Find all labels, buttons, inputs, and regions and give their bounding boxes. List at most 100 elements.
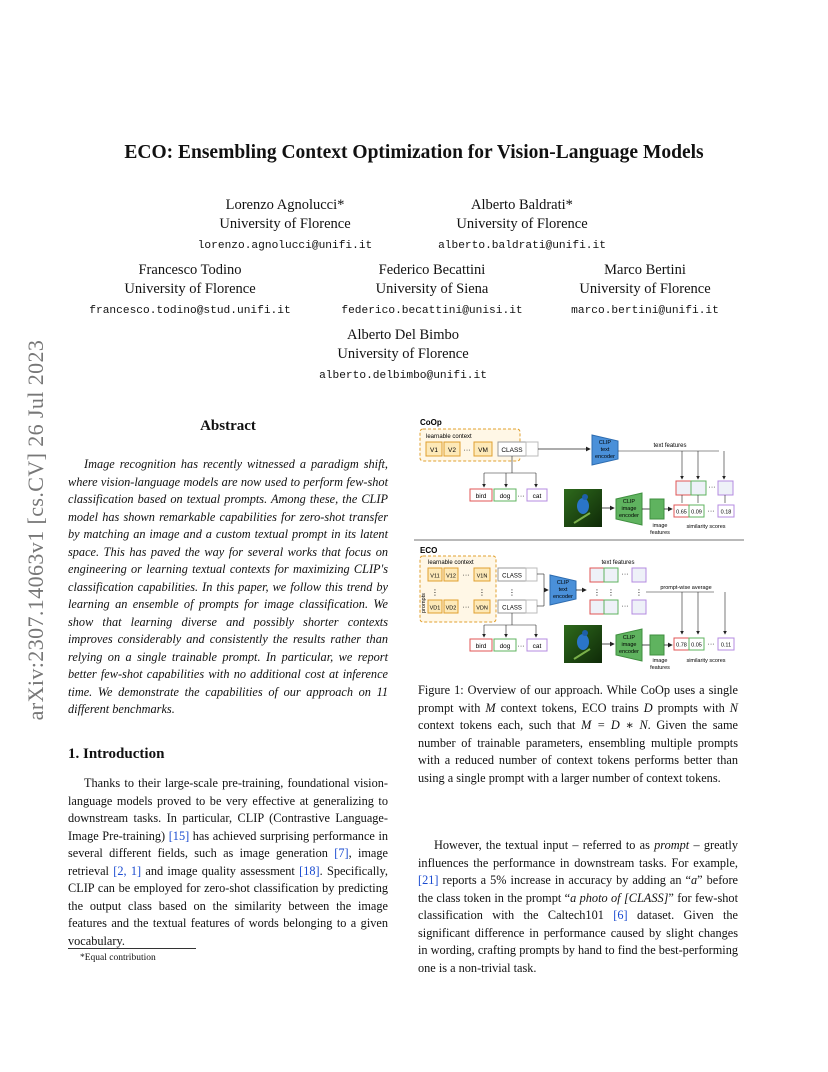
svg-text:VD2: VD2 [446,606,457,612]
coop-class-cat [526,488,548,502]
citation-link[interactable]: [2, [113,863,127,878]
coop-token-v1 [425,441,443,457]
coop-text-feature-green [690,480,707,496]
author-email[interactable]: marco.bertini@unifi.it [571,305,719,317]
svg-text:V1N: V1N [477,574,488,580]
author-name: Francesco Todino [138,262,242,278]
svg-text:⋮: ⋮ [593,588,601,597]
paper-title: ECO: Ensembling Context Optimization for… [124,142,704,163]
svg-text:CLIP: CLIP [557,580,570,586]
author-email[interactable]: alberto.delbimbo@unifi.it [319,370,487,382]
svg-text:CLIP: CLIP [623,499,636,505]
svg-text:VD1: VD1 [430,606,441,612]
svg-text:dog: dog [500,643,511,650]
citation-link[interactable]: [18] [299,863,320,878]
svg-text:cat: cat [533,493,542,500]
author-name: Federico Becattini [378,262,486,278]
footnote-rule [68,948,196,949]
coop-clip-image-encoder [615,492,643,526]
coop-score-2 [688,504,705,518]
svg-text:similarity scores: similarity scores [686,658,725,664]
svg-text:0.65: 0.65 [676,510,687,516]
citation-link[interactable]: [15] [168,828,190,843]
author-block-6: Alberto Del Bimbo University of Florence… [303,326,503,386]
svg-text:···: ··· [518,643,525,650]
author-affiliation: University of Florence [456,216,588,232]
svg-text:···: ··· [464,447,471,454]
author-name: Lorenzo Agnolucci* [225,197,345,213]
eco-score-2 [688,637,705,651]
svg-text:CLASS: CLASS [501,447,523,454]
svg-text:encoder: encoder [619,649,639,655]
author-name: Marco Bertini [604,262,686,278]
arxiv-stamp-text: arXiv:2307.14063v1 [cs.CV] 26 Jul 2023 [23,339,48,721]
coop-label: CoOp [420,418,442,427]
svg-text:V12: V12 [446,574,456,580]
intro-heading: 1. Introduction [68,746,165,762]
eco-prompts-label: prompts [421,593,427,613]
svg-text:dog: dog [500,493,511,500]
svg-text:V2: V2 [448,447,456,454]
footnote: *Equal contribution [80,953,156,963]
coop-clip-text-encoder [591,434,619,466]
author-name: Alberto Baldrati* [471,197,573,213]
author-block-5: Marco Bertini University of Florence mar… [540,261,750,321]
svg-text:bird: bird [476,493,487,500]
coop-token-vm [473,441,493,457]
author-email[interactable]: federico.becattini@unisi.it [341,305,523,317]
svg-text:image: image [622,506,637,512]
eco-score-3 [717,637,735,651]
svg-text:cat: cat [533,643,542,650]
abstract-text: Image recognition has recently witnessed… [68,457,388,716]
svg-text:CLASS: CLASS [502,606,522,612]
svg-text:0.78: 0.78 [676,643,687,649]
svg-text:···: ··· [708,508,715,515]
citation-link[interactable]: [7] [334,846,349,860]
author-block-3: Francesco Todino University of Florence … [70,261,310,321]
eco-prompt-wise-average-label: prompt-wise average [660,585,711,591]
svg-text:features: features [650,665,670,671]
svg-text:⋮: ⋮ [607,588,615,597]
svg-text:V1: V1 [430,447,438,454]
svg-text:⋮: ⋮ [508,588,516,597]
author-email[interactable]: francesco.todino@stud.unifi.it [89,305,291,317]
author-email[interactable]: alberto.baldrati@unifi.it [438,240,606,252]
svg-text:text features: text features [601,560,634,566]
author-affiliation: University of Florence [219,216,351,232]
citation-link[interactable]: [21] [418,873,439,887]
svg-text:CLIP: CLIP [599,440,612,446]
eco-label: ECO [420,546,437,555]
figure-caption: Figure 1: Overview of our approach. Whil… [418,683,739,785]
coop-text-feature-purple [717,480,734,496]
author-email[interactable]: lorenzo.agnolucci@unifi.it [197,240,373,252]
coop-similarity-label: similarity scores [686,524,725,530]
coop-text-feature-red [675,480,692,496]
svg-text:···: ··· [708,641,715,648]
svg-text:CLASS: CLASS [502,574,522,580]
coop-learnable-context-label: learnable context [426,434,472,440]
svg-text:···: ··· [518,493,525,500]
svg-text:image: image [653,523,668,529]
author-name: Alberto Del Bimbo [347,327,459,343]
svg-text:V11: V11 [430,574,439,580]
svg-text:0.11: 0.11 [721,643,731,649]
svg-text:learnable context: learnable context [428,560,474,566]
svg-text:VDN: VDN [476,606,488,612]
svg-text:CLIP: CLIP [623,635,636,641]
svg-text:0.18: 0.18 [721,510,732,516]
svg-text:bird: bird [476,643,487,650]
right-column-paragraph: However, the textual input – referred to… [418,838,738,975]
coop-text-features-label: text features [653,443,686,449]
svg-text:image: image [653,658,668,664]
citation-link[interactable]: 1] [130,863,142,878]
author-affiliation: University of Florence [579,281,711,297]
svg-text:···: ··· [622,571,629,578]
svg-text:encoder: encoder [595,454,615,460]
coop-image-features [649,498,665,520]
coop-token-v2 [443,441,461,457]
svg-text:0.09: 0.09 [691,510,702,516]
coop-class-dog [493,488,517,502]
citation-link[interactable]: [6] [613,908,628,922]
svg-text:···: ··· [622,603,629,610]
svg-text:encoder: encoder [619,513,639,519]
